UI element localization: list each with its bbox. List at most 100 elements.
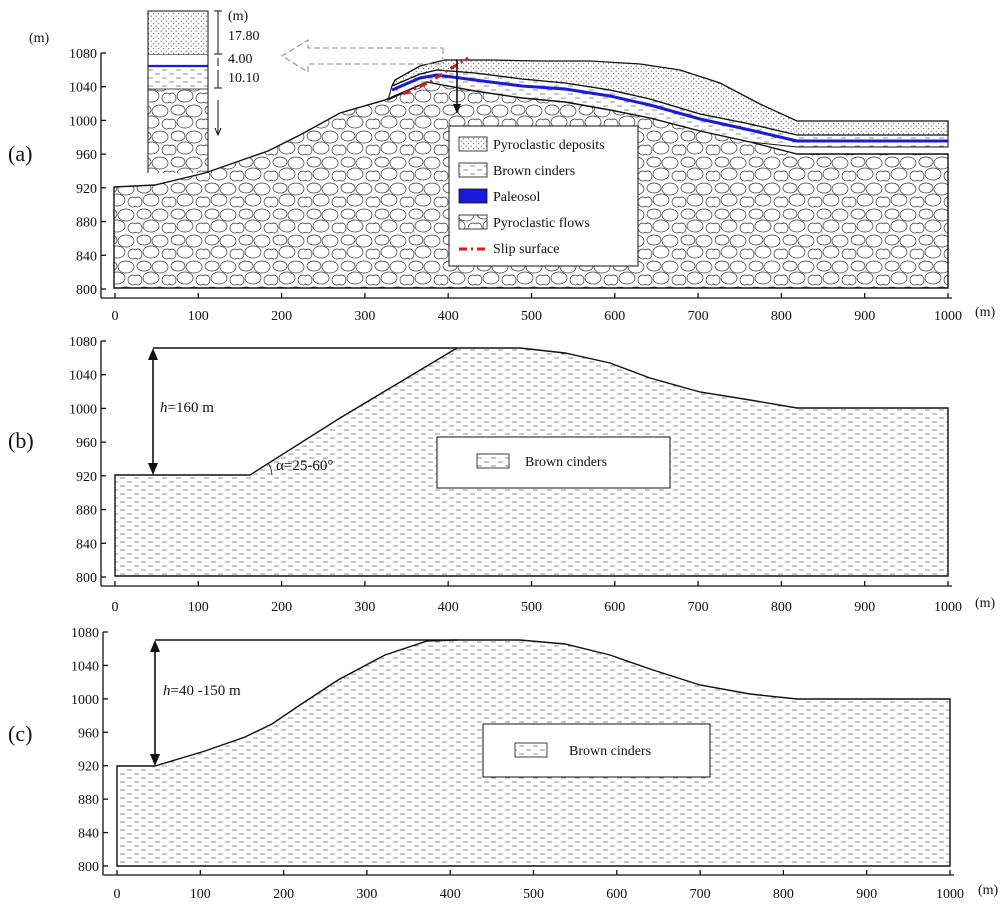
panel-b-height-label: h=160 m <box>160 400 214 416</box>
panel-b: (b) h=160 m α=25-60° Brown cinders <box>8 347 949 577</box>
panel-b-y-tick-label: 1000 <box>69 402 97 417</box>
panel-b-y-tick-label: 920 <box>76 470 97 485</box>
panel-c-y-tick-label: 800 <box>78 860 99 875</box>
panel-b-x-tick-label: 200 <box>271 600 292 615</box>
slide-direction-arrow <box>281 39 444 73</box>
panel-b-y-tick-label: 1040 <box>69 369 97 384</box>
panel-a-y-tick-label: 920 <box>76 182 97 197</box>
panel-a-x-tick-label: 1000 <box>934 309 962 324</box>
panel-b-x-tick-label: 500 <box>521 600 542 615</box>
panel-b-angle-arc <box>267 462 273 476</box>
panel-a-y-unit: (m) <box>29 31 50 46</box>
panel-a-x-tick-label: 200 <box>271 309 292 324</box>
panel-b-x-tick-label: 1000 <box>934 600 962 615</box>
legend-label-deposits: Pyroclastic deposits <box>493 138 605 153</box>
panel-b-height-arrow-top <box>148 348 158 360</box>
panel-a-y-tick-label: 840 <box>76 249 97 264</box>
panel-b-x-tick-label: 600 <box>604 600 625 615</box>
panel-a-x-tick-label: 100 <box>188 309 209 324</box>
panel-a-label: (a) <box>8 141 32 166</box>
panel-c-y-tick-label: 880 <box>78 793 99 808</box>
panel-a-y-tick-label: 960 <box>76 148 97 163</box>
panel-c-x-tick-label: 200 <box>273 887 294 902</box>
panel-c-x-tick-label: 0 <box>114 887 121 902</box>
panel-a-x-tick-label: 0 <box>112 309 119 324</box>
legend-label-paleosol: Paleosol <box>493 190 541 205</box>
legend-swatch-flows <box>458 214 488 230</box>
column-thickness-2: 4.00 <box>228 52 253 67</box>
panel-c-x-tick-label: 700 <box>690 887 711 902</box>
panel-a-x-tick-label: 400 <box>438 309 459 324</box>
panel-b-x-tick-label: 900 <box>854 600 875 615</box>
panel-c-x-tick-label: 500 <box>523 887 544 902</box>
panel-a-x-tick-label: 800 <box>771 309 792 324</box>
pyroclastic-deposits-layer <box>390 59 949 136</box>
panel-b-y-tick-label: 880 <box>76 504 97 519</box>
panel-b-x-tick-label: 700 <box>688 600 709 615</box>
paleosol-layer <box>391 73 948 143</box>
panel-b-legend-swatch <box>476 453 510 469</box>
panel-a-x-tick-label: 500 <box>521 309 542 324</box>
panel-c-x-tick-label: 100 <box>190 887 211 902</box>
panel-a-x-unit: (m) <box>975 305 996 320</box>
panel-c-x-tick-label: 900 <box>856 887 877 902</box>
panel-c-x-tick-label: 1000 <box>936 887 964 902</box>
legend-swatch-cinders <box>458 162 488 178</box>
panel-b-legend-label: Brown cinders <box>525 455 607 470</box>
panel-a-x-tick-label: 700 <box>688 309 709 324</box>
panel-a: (a) (m) <box>8 9 949 289</box>
legend-swatch-paleosol <box>458 188 488 204</box>
panel-c-x-tick-label: 600 <box>606 887 627 902</box>
panel-c-height-label: h=40 -150 m <box>163 683 241 699</box>
panel-c-y-tick-label: 1080 <box>71 626 99 641</box>
panel-b-y-tick-label: 840 <box>76 537 97 552</box>
legend-swatch-deposits <box>458 136 488 152</box>
panel-a-y-tick-label: 1000 <box>69 114 97 129</box>
panel-c-y-tick-label: 1000 <box>71 693 99 708</box>
panel-b-height-arrow-bottom <box>148 463 158 475</box>
panel-c-x-tick-label: 300 <box>356 887 377 902</box>
panel-c-x-tick-label: 400 <box>440 887 461 902</box>
legend-a: Pyroclastic deposits Brown cinders Paleo… <box>448 125 639 267</box>
column-unit: (m) <box>228 9 249 24</box>
panel-a-x-tick-label: 600 <box>604 309 625 324</box>
panel-c-height-arrow-bottom <box>150 754 160 766</box>
panel-a-y-tick-label: 800 <box>76 283 97 298</box>
panel-a-x-tick-label: 900 <box>854 309 875 324</box>
column-thickness-3: 10.10 <box>228 71 260 86</box>
panel-a-y-tick-label: 880 <box>76 216 97 231</box>
panel-c: (c) h=40 -150 m Brown cinders <box>8 639 951 867</box>
panel-b-x-tick-label: 0 <box>112 600 119 615</box>
panel-a-y-tick-label: 1040 <box>69 81 97 96</box>
panel-b-y-tick-label: 800 <box>76 571 97 586</box>
panel-b-x-tick-label: 400 <box>438 600 459 615</box>
panel-c-label: (c) <box>8 721 32 746</box>
crest-arrow-head <box>453 104 461 114</box>
panel-a-y-tick-label: 1080 <box>69 47 97 62</box>
panel-b-x-tick-label: 300 <box>354 600 375 615</box>
panel-b-x-tick-label: 800 <box>771 600 792 615</box>
panel-b-legend-box <box>436 436 671 489</box>
panel-c-legend-label: Brown cinders <box>569 744 651 759</box>
panel-b-y-tick-label: 960 <box>76 436 97 451</box>
panel-b-y-tick-label: 1080 <box>69 335 97 350</box>
panel-c-y-tick-label: 840 <box>78 827 99 842</box>
strat-column: (m) 17.80 4.00 10.10 <box>147 9 260 173</box>
panel-c-y-tick-label: 960 <box>78 726 99 741</box>
panel-b-x-tick-label: 100 <box>188 600 209 615</box>
panel-c-y-tick-label: 1040 <box>71 659 99 674</box>
panel-c-legend-box <box>482 723 711 778</box>
panel-c-y-tick-label: 920 <box>78 760 99 775</box>
legend-label-flows: Pyroclastic flows <box>493 216 590 231</box>
panel-c-height-arrow-top <box>150 640 160 652</box>
panel-a-x-tick-label: 300 <box>354 309 375 324</box>
panel-c-x-tick-label: 800 <box>773 887 794 902</box>
panel-b-x-unit: (m) <box>975 596 996 611</box>
column-thickness-1: 17.80 <box>228 29 260 44</box>
panel-c-legend-swatch <box>514 742 548 758</box>
panel-b-angle-label: α=25-60° <box>276 458 333 474</box>
legend-label-cinders: Brown cinders <box>493 164 575 179</box>
panel-c-x-unit: (m) <box>978 883 999 898</box>
